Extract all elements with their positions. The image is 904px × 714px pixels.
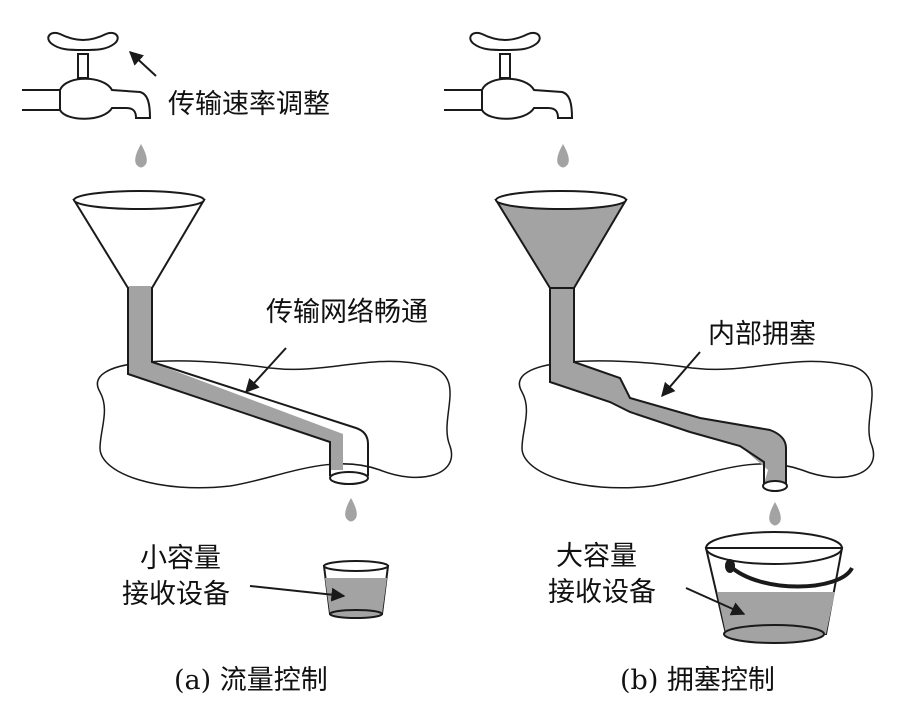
panel-b — [444, 32, 875, 644]
receiver-arrow — [685, 587, 746, 616]
receiver-label-line1: 大容量 — [556, 541, 637, 572]
network-cloud — [96, 360, 453, 489]
pipe-outline — [549, 288, 787, 484]
network-cloud — [518, 360, 875, 489]
funnel-rim — [73, 190, 205, 210]
network-arrow — [245, 347, 287, 394]
bucket-icon — [704, 531, 854, 644]
faucet-label: 传输速率调整 — [168, 89, 330, 120]
receiver-label-line2: 接收设备 — [548, 577, 656, 608]
caption-a: (a) 流量控制 — [174, 665, 328, 696]
receiver-label-line1: 小容量 — [140, 543, 221, 574]
faucet-icon — [22, 32, 152, 120]
pipe-outline — [127, 288, 369, 476]
funnel-cone — [72, 199, 206, 289]
water-drop-icon — [557, 144, 569, 168]
caption-b: (b) 拥塞控制 — [620, 665, 775, 696]
funnel-rim — [495, 190, 627, 210]
receiver-arrow — [249, 585, 346, 602]
receiver-label-line2: 接收设备 — [122, 579, 230, 610]
network-label: 内部拥塞 — [708, 319, 816, 350]
funnel-water — [496, 200, 786, 484]
funnel-water — [129, 286, 343, 470]
congestion-arrow — [661, 351, 701, 398]
water-drop-icon — [135, 144, 147, 168]
faucet-arrow — [128, 51, 157, 77]
pipe-outlet — [762, 480, 788, 492]
water-drop-icon — [769, 502, 781, 526]
panel-a — [22, 32, 453, 619]
water-drop-icon — [345, 498, 357, 522]
small-cup-icon — [322, 560, 390, 619]
faucet-icon — [444, 32, 574, 120]
network-label: 传输网络畅通 — [266, 297, 428, 328]
pipe-outlet — [329, 471, 369, 485]
